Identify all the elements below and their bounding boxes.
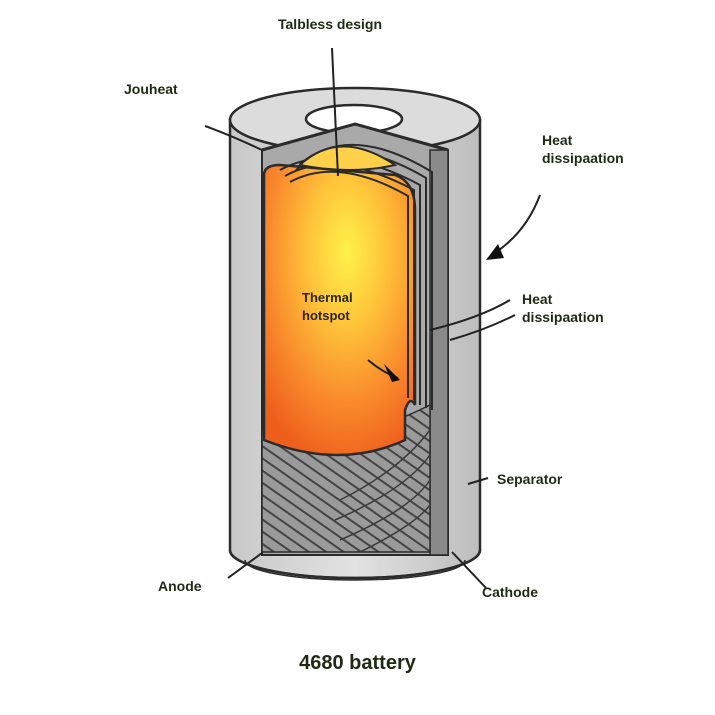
heat-dissipation-label-top: Heat dissipaation xyxy=(542,132,624,166)
winding-curves xyxy=(334,429,431,553)
top-inner-fold xyxy=(297,145,398,171)
arrow-heads xyxy=(384,244,504,382)
thermal-core xyxy=(262,163,417,457)
tabless-design-label: Talbless design xyxy=(278,16,382,32)
diagram-caption: 4680 battery xyxy=(299,652,416,674)
thermal-hotspot-label: Thermal hotspot xyxy=(302,290,353,323)
cathode-label: Cathode xyxy=(482,584,538,600)
separator-label: Separator xyxy=(497,471,563,487)
jouheat-label: Jouheat xyxy=(124,81,178,97)
anode-label: Anode xyxy=(158,578,202,594)
heat-dissipation-label-mid: Heat dissipaation xyxy=(522,291,604,325)
